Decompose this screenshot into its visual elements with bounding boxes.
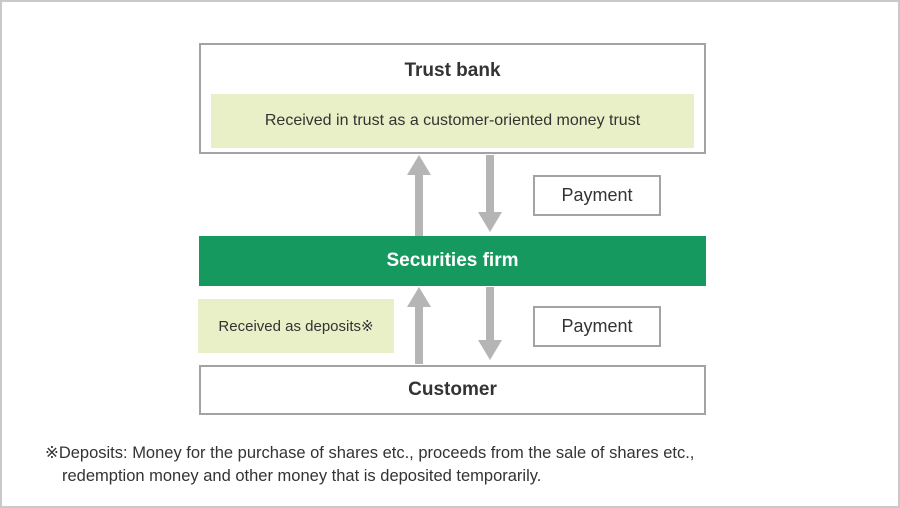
arrow-shaft — [486, 155, 494, 212]
customer-title: Customer — [408, 379, 497, 400]
arrow-shaft — [415, 307, 423, 364]
trust-bank-title: Trust bank — [404, 60, 501, 81]
arrowhead-up-icon — [407, 287, 431, 307]
arrowhead-down-icon — [478, 340, 502, 360]
arrow-shaft — [415, 175, 423, 236]
down-arrow-trust-to-securities — [478, 155, 502, 232]
down-arrow-securities-to-customer — [478, 287, 502, 360]
customer-box: Customer — [199, 365, 706, 415]
securities-firm-bar: Securities firm — [199, 236, 706, 286]
payment-box-top: Payment — [533, 175, 661, 216]
arrowhead-down-icon — [478, 212, 502, 232]
trust-bank-note: Received in trust as a customer-oriented… — [211, 94, 694, 148]
footnote-line-1: ※Deposits: Money for the purchase of sha… — [45, 444, 695, 462]
deposits-footnote: ※Deposits: Money for the purchase of sha… — [45, 442, 694, 488]
up-arrow-securities-to-trust — [407, 155, 431, 236]
trust-bank-box: Trust bank Received in trust as a custom… — [199, 43, 706, 154]
payment-box-bottom: Payment — [533, 306, 661, 347]
securities-firm-title: Securities firm — [386, 250, 519, 271]
deposits-note-box: Received as deposits※ — [198, 299, 394, 353]
arrowhead-up-icon — [407, 155, 431, 175]
footnote-line-2: redemption money and other money that is… — [62, 467, 542, 485]
arrow-shaft — [486, 287, 494, 340]
up-arrow-customer-to-securities — [407, 287, 431, 364]
